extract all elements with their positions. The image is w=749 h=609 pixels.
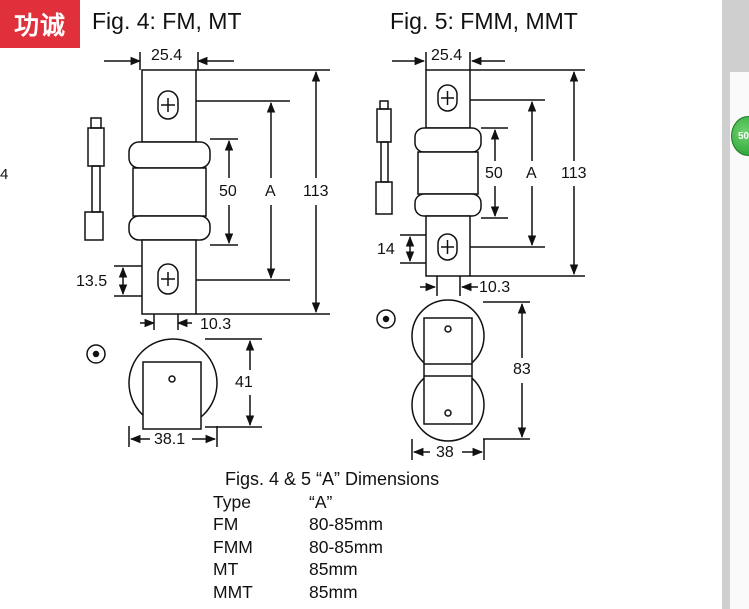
table-cell-a: 80-85mm: [309, 514, 383, 535]
table-cell-a: 80-85mm: [309, 536, 383, 557]
table-caption: Figs. 4 & 5 “A” Dimensions: [225, 469, 440, 489]
table-cell-a: 85mm: [309, 559, 358, 580]
brand-badge: 功诚: [0, 0, 80, 48]
table-row: FM 80-85mm: [213, 514, 383, 537]
table-header-row: Type “A”: [213, 491, 383, 514]
fig4-top-width-label: 25.4: [151, 47, 183, 64]
figure5-side-fuse: [375, 100, 393, 215]
table-cell-type: FM: [213, 514, 239, 535]
table-row: MMT 85mm: [213, 581, 383, 604]
table-cell-type: MT: [213, 559, 239, 580]
scrollbar-thumb[interactable]: [730, 72, 749, 609]
table-cell-type: MMT: [213, 581, 253, 602]
fig5-end-height-label: 83: [513, 361, 531, 378]
fig5-a-label: A: [526, 165, 537, 182]
table-header-type: Type: [213, 491, 251, 512]
fig4-body-height-label: 50: [219, 183, 237, 200]
fig4-end-width-label: 38.1: [154, 431, 186, 448]
fig5-end-width-label: 38: [436, 444, 454, 461]
fig5-overall-label: 113: [561, 165, 587, 182]
fig4-tab-offset-label: 10.3: [200, 316, 232, 333]
drawing-canvas: [84, 52, 585, 460]
fig5-body-height-label: 50: [485, 165, 503, 182]
dimensions-table: Type “A” FM 80-85mm FMM 80-85mm MT 85mm …: [213, 491, 383, 604]
table-header-a: “A”: [309, 491, 333, 512]
table-cell-a: 85mm: [309, 581, 358, 602]
fig4-end-height-label: 41: [235, 374, 253, 391]
figure4-side-fuse: [84, 117, 105, 241]
table-row: FMM 80-85mm: [213, 536, 383, 559]
figure5-end-view: [376, 299, 485, 442]
figure4-fuse-drawing: [128, 69, 211, 315]
figure4-title: Fig. 4: FM, MT: [92, 8, 242, 34]
table-row: MT 85mm: [213, 559, 383, 582]
table-cell-type: FMM: [213, 536, 253, 557]
fig4-tab-height-label: 13.5: [76, 273, 108, 290]
fig5-tab-offset-label: 10.3: [479, 279, 511, 296]
figure4-end-view: [86, 338, 218, 430]
figure5-fuse-drawing: [414, 69, 482, 277]
fig5-tab-height-label: 14: [377, 241, 395, 258]
fig5-top-width-label: 25.4: [431, 47, 463, 64]
fig4-overall-label: 113: [303, 183, 329, 200]
figure5-title: Fig. 5: FMM, MMT: [390, 8, 578, 34]
fig4-a-label: A: [265, 183, 276, 200]
edge-mark: 4: [0, 166, 9, 183]
